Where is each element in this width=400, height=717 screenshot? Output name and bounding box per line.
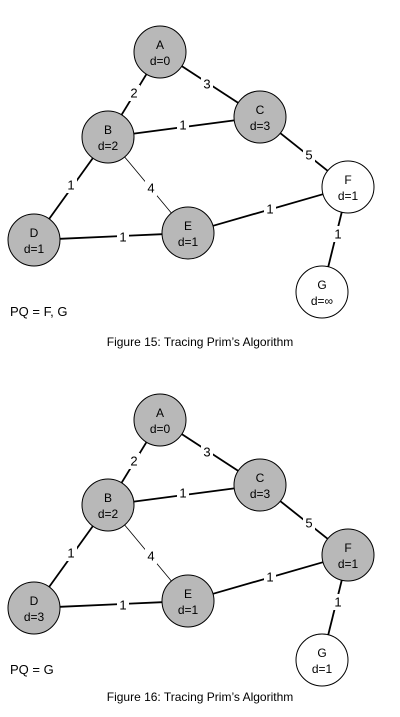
figure-caption: Figure 15: Tracing Prim’s Algorithm — [106, 335, 294, 349]
edge-weight-label: 1 — [119, 230, 126, 245]
edge-weight-background — [201, 444, 213, 460]
edge-weight-background — [201, 76, 213, 92]
edge-weight-background — [332, 594, 344, 610]
edge-weight-label: 2 — [130, 86, 137, 101]
node-distance: d=0 — [150, 422, 171, 436]
node-label: E — [184, 219, 192, 233]
node-G — [295, 265, 349, 319]
node-distance: d=1 — [178, 235, 199, 249]
figure-caption: Figure 16: Tracing Prim’s Algorithm — [106, 690, 294, 704]
edge-weight-label: 1 — [334, 595, 341, 610]
node-D — [7, 213, 61, 267]
edge-weight-label: 1 — [119, 598, 126, 613]
edge-weight-background — [117, 229, 129, 245]
node-F — [321, 528, 375, 582]
node-distance: d=2 — [98, 507, 119, 521]
edge-weight-background — [264, 201, 276, 217]
node-label: A — [156, 38, 164, 52]
node-A — [133, 25, 187, 79]
node-label: G — [317, 278, 326, 292]
edge-weight-background — [65, 177, 77, 193]
node-B — [81, 478, 135, 532]
priority-queue-label: PQ = G — [10, 662, 54, 677]
edge-weight-background — [145, 548, 157, 564]
edge-weight-background — [177, 485, 189, 501]
edge-weight-label: 1 — [67, 178, 74, 193]
edge-weight-background — [117, 597, 129, 613]
priority-queue-label: PQ = F, G — [10, 304, 68, 319]
edge-D-E — [59, 601, 163, 608]
node-label: D — [30, 594, 39, 608]
edge-weight-background — [128, 453, 140, 469]
node-distance: d=3 — [24, 610, 45, 624]
node-label: F — [344, 173, 351, 187]
node-label: C — [256, 471, 265, 485]
edge-weight-background — [303, 147, 315, 163]
node-distance: d=1 — [338, 557, 359, 571]
node-distance: d=1 — [338, 189, 359, 203]
node-E — [161, 206, 215, 260]
edge-weight-background — [145, 180, 157, 196]
node-label: E — [184, 587, 192, 601]
edge-weight-label: 1 — [67, 546, 74, 561]
edge-weight-label: 4 — [147, 181, 154, 196]
node-label: A — [156, 406, 164, 420]
node-distance: d=3 — [250, 487, 271, 501]
node-label: B — [104, 123, 112, 137]
edge-weight-label: 5 — [305, 516, 312, 531]
edge-weight-label: 5 — [305, 148, 312, 163]
edge-weight-label: 2 — [130, 454, 137, 469]
edge-weight-label: 4 — [147, 549, 154, 564]
node-label: B — [104, 491, 112, 505]
edge-weight-label: 3 — [203, 77, 210, 92]
node-distance: d=3 — [250, 119, 271, 133]
node-distance: d=1 — [178, 603, 199, 617]
node-D — [7, 581, 61, 635]
node-distance: d=2 — [98, 139, 119, 153]
edge-D-E — [59, 233, 163, 240]
node-label: D — [30, 226, 39, 240]
node-F — [321, 160, 375, 214]
node-distance: d=1 — [312, 662, 333, 676]
edge-weight-label: 1 — [266, 202, 273, 217]
node-E — [161, 574, 215, 628]
edge-weight-background — [65, 545, 77, 561]
node-G — [295, 633, 349, 687]
edge-weight-label: 1 — [179, 486, 186, 501]
node-distance: d=1 — [24, 242, 45, 256]
edge-weight-background — [264, 569, 276, 585]
edge-weight-label: 3 — [203, 445, 210, 460]
edge-weight-background — [128, 85, 140, 101]
node-label: G — [317, 646, 326, 660]
edge-weight-label: 1 — [334, 227, 341, 242]
node-C — [233, 458, 287, 512]
node-distance: d=0 — [150, 54, 171, 68]
edge-weight-background — [303, 515, 315, 531]
node-C — [233, 90, 287, 144]
node-distance: d=∞ — [311, 294, 333, 308]
node-label: C — [256, 103, 265, 117]
edge-weight-background — [177, 117, 189, 133]
node-A — [133, 393, 187, 447]
edge-weight-background — [332, 226, 344, 242]
node-B — [81, 110, 135, 164]
node-label: F — [344, 541, 351, 555]
edge-weight-label: 1 — [266, 570, 273, 585]
edge-weight-label: 1 — [179, 118, 186, 133]
